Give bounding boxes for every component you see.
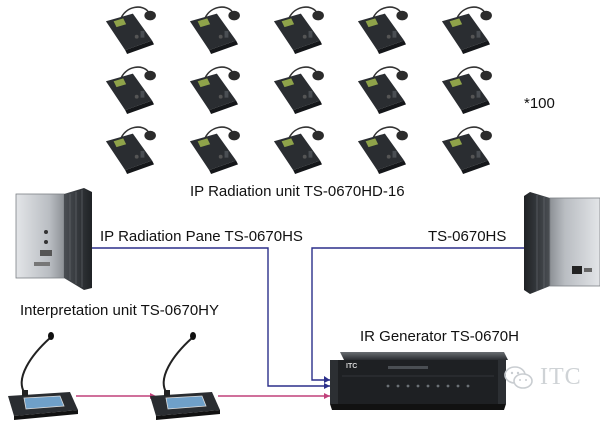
ir-generator-label: IR Generator TS-0670H [360,328,519,345]
ir-generator-icon [330,352,508,410]
radiation-pane-right-label: TS-0670HS [428,228,507,245]
receiver-icon [273,126,324,174]
interpretation-unit-label: Interpretation unit TS-0670HY [20,302,220,319]
cable-left-radiator [92,247,330,387]
interpretation-unit-2-icon [150,332,220,420]
receiver-icon [441,66,492,114]
receiver-icon [273,6,324,54]
receiver-icon [273,66,324,114]
receiver-grid [100,4,520,180]
wechat-icon [504,365,533,389]
receiver-icon [105,126,156,174]
radiator-panel-left-icon [15,188,92,290]
watermark-text: ITC [540,364,582,390]
cable-right-radiator [311,247,525,381]
receiver-icon [357,126,408,174]
receiver-icon [441,126,492,174]
receiver-icon [357,66,408,114]
receiver-icon [105,6,156,54]
quantity-label: *100 [524,95,555,112]
radiator-panel-right-icon [524,192,600,294]
interpretation-unit-1-icon [8,332,78,420]
generator-brand: ITC [346,363,358,370]
radiation-unit-label: IP Radiation unit TS-0670HD-16 [190,183,405,200]
receiver-icon [189,126,240,174]
receiver-icon [441,6,492,54]
receiver-icon [189,6,240,54]
ir-generator: ITC [328,352,508,412]
radiation-pane-left-label: IP Radiation Pane TS-0670HS [100,228,303,245]
receiver-icon [357,6,408,54]
receiver-icon [189,66,240,114]
watermark: ITC [504,364,582,391]
receiver-icon [105,66,156,114]
